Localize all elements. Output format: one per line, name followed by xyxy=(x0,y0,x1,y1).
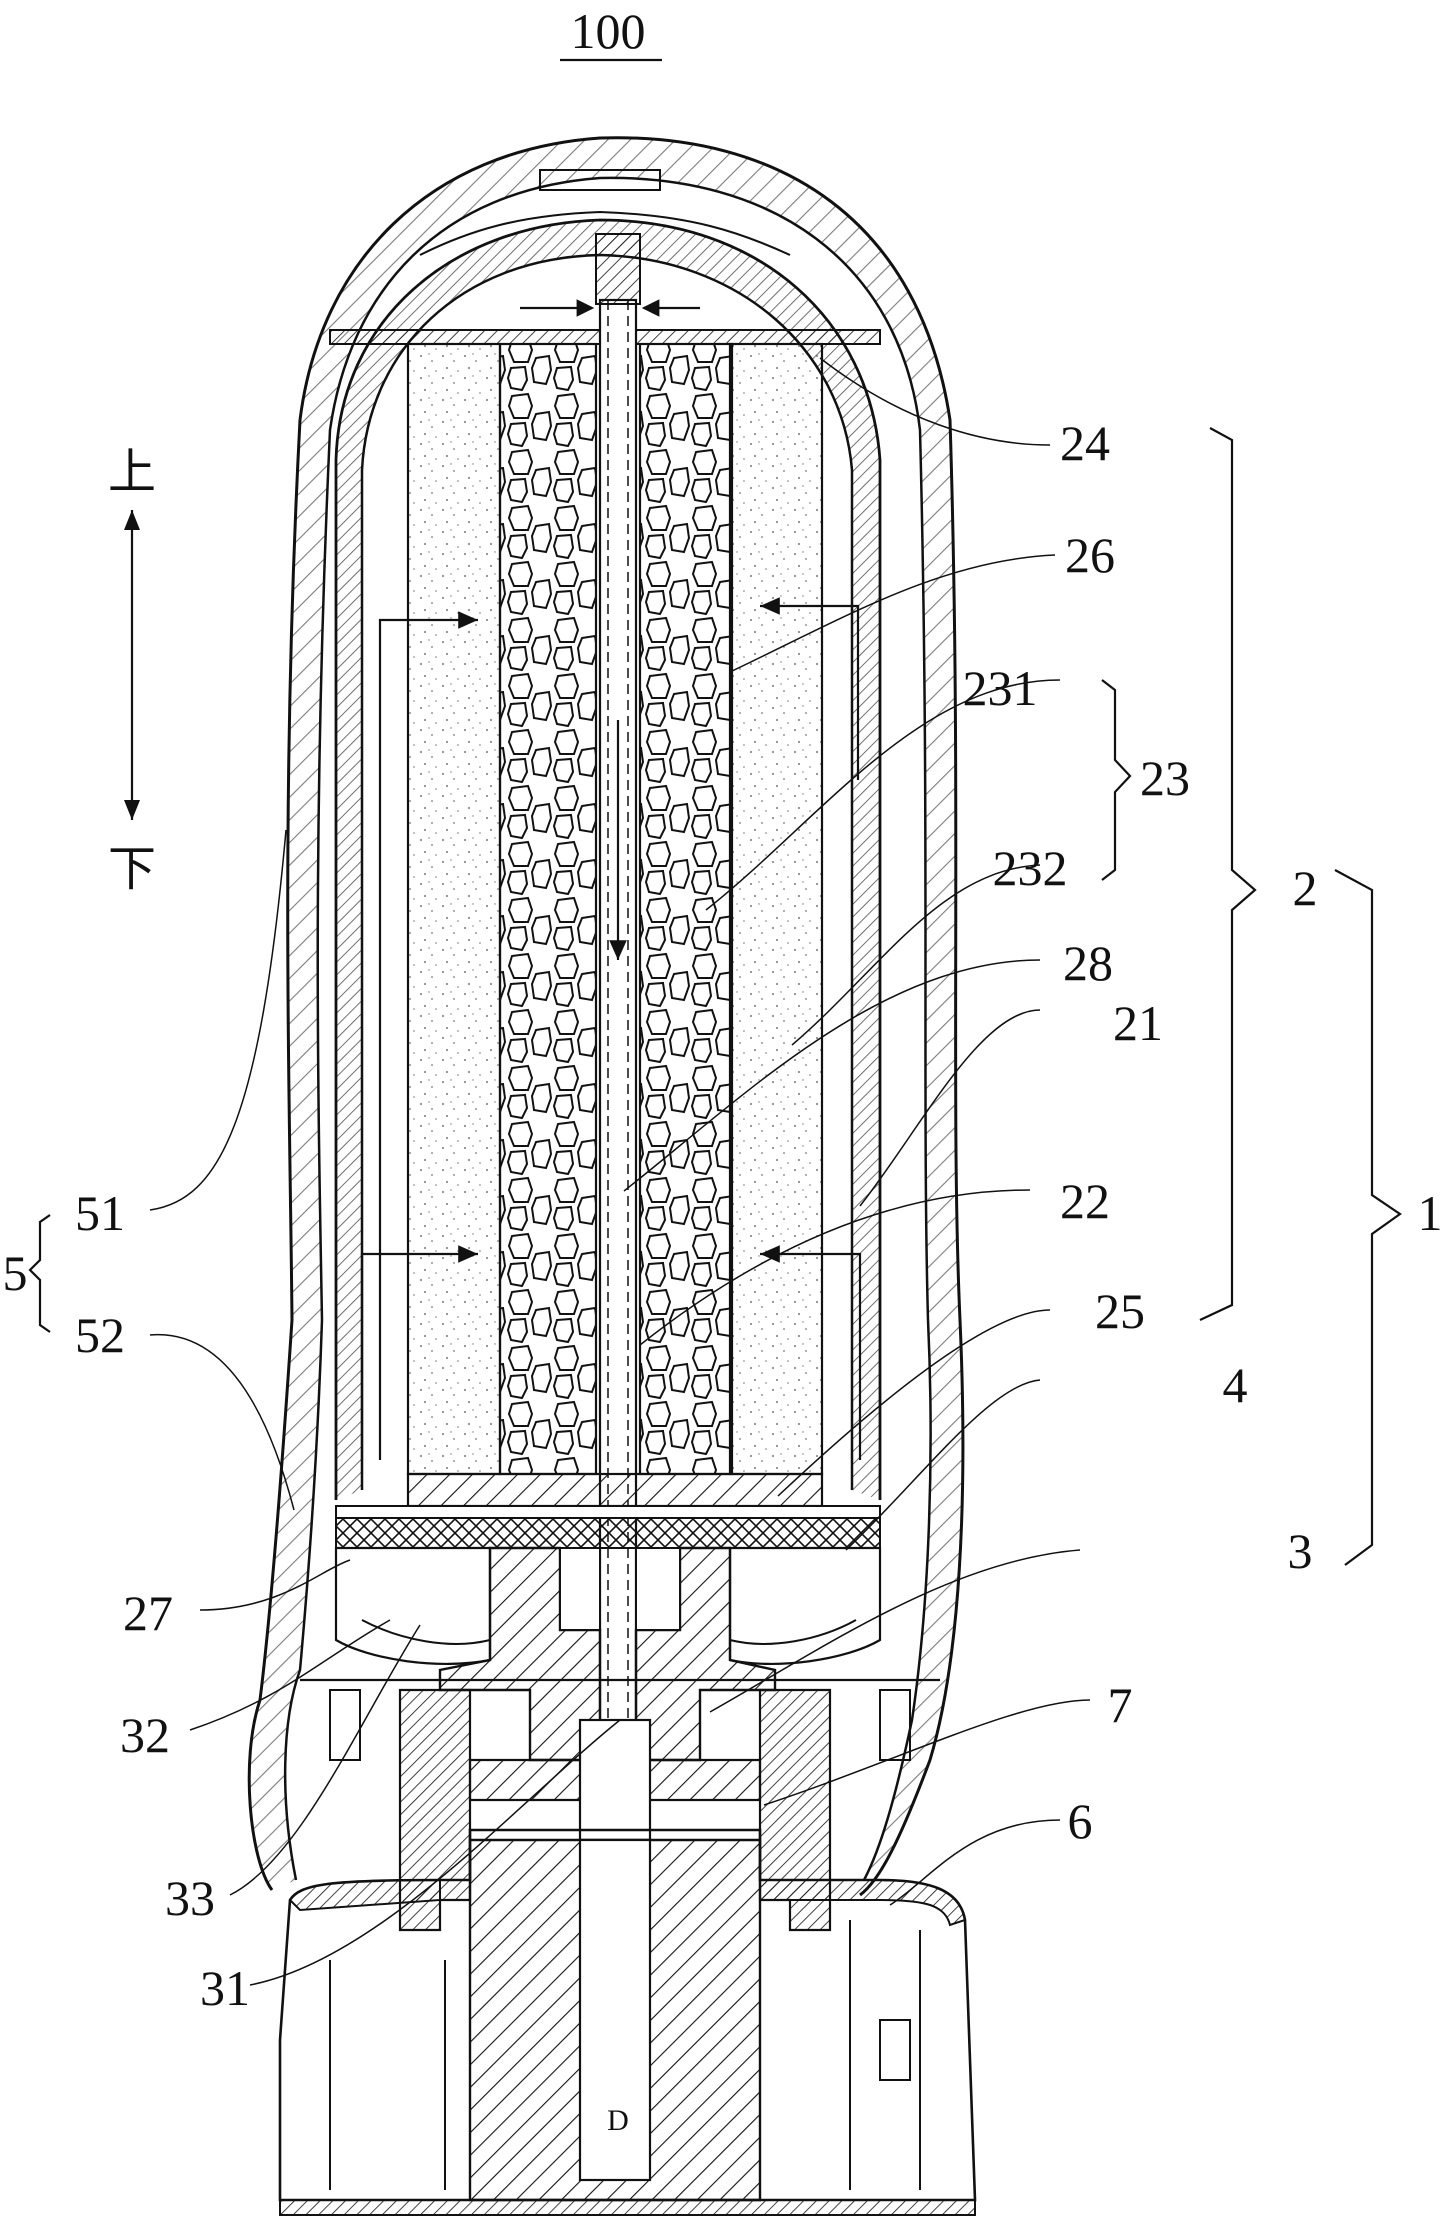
base-body xyxy=(300,1546,940,1762)
label-51: 51 xyxy=(75,1185,125,1241)
label-26: 26 xyxy=(1065,527,1115,583)
direction-up-label: 上 xyxy=(108,444,156,500)
reference-labels: 24 26 231 23 232 2 28 21 1 51 5 52 22 25… xyxy=(3,415,1443,2016)
outer-shell xyxy=(247,136,965,1897)
group-brackets xyxy=(28,427,1402,1566)
label-5: 5 xyxy=(3,1245,28,1301)
label-32: 32 xyxy=(120,1707,170,1763)
label-21: 21 xyxy=(1113,995,1163,1051)
leader-lines xyxy=(149,357,1091,1986)
label-2: 2 xyxy=(1293,860,1318,916)
seal-layer xyxy=(335,1517,881,1549)
outlet-nozzle xyxy=(578,1718,652,1842)
label-7: 7 xyxy=(1108,1677,1133,1733)
bracket-5 xyxy=(28,1214,51,1333)
granular-layer-right xyxy=(638,342,734,1476)
top-plug xyxy=(595,233,641,305)
label-52: 52 xyxy=(75,1307,125,1363)
label-4: 4 xyxy=(1223,1357,1248,1413)
label-25: 25 xyxy=(1095,1283,1145,1339)
stand-base xyxy=(278,1828,977,2216)
label-28: 28 xyxy=(1063,935,1113,991)
label-31: 31 xyxy=(200,1960,250,2016)
label-24: 24 xyxy=(1060,415,1110,471)
direction-down-label: 下 xyxy=(108,841,156,897)
drain-channel xyxy=(578,1838,652,2182)
top-vent xyxy=(539,169,661,191)
direction-indicator: 上 下 xyxy=(108,444,156,897)
label-3: 3 xyxy=(1288,1523,1313,1579)
drain-mark: D xyxy=(607,2104,629,2137)
outer-filter-layer-left xyxy=(406,342,502,1476)
bottom-cap xyxy=(406,1472,824,1508)
up-arrowhead xyxy=(124,510,140,530)
bracket-2 xyxy=(1199,427,1257,1321)
outer-filter-layer-right xyxy=(728,342,824,1476)
label-23: 23 xyxy=(1140,750,1190,806)
down-arrowhead xyxy=(124,800,140,820)
figure-number: 100 xyxy=(571,3,646,59)
label-27: 27 xyxy=(123,1585,173,1641)
label-6: 6 xyxy=(1068,1793,1093,1849)
filter-cartridge xyxy=(329,233,881,1752)
bracket-1 xyxy=(1334,869,1402,1566)
bracket-23 xyxy=(1101,679,1132,881)
label-232: 232 xyxy=(993,840,1068,896)
label-22: 22 xyxy=(1060,1173,1110,1229)
flow-arrows xyxy=(360,299,862,1460)
granular-layer-left xyxy=(498,342,598,1476)
label-231: 231 xyxy=(963,660,1038,716)
label-1: 1 xyxy=(1418,1185,1443,1241)
bottom-plate xyxy=(335,1505,881,1519)
label-33: 33 xyxy=(165,1870,215,1926)
